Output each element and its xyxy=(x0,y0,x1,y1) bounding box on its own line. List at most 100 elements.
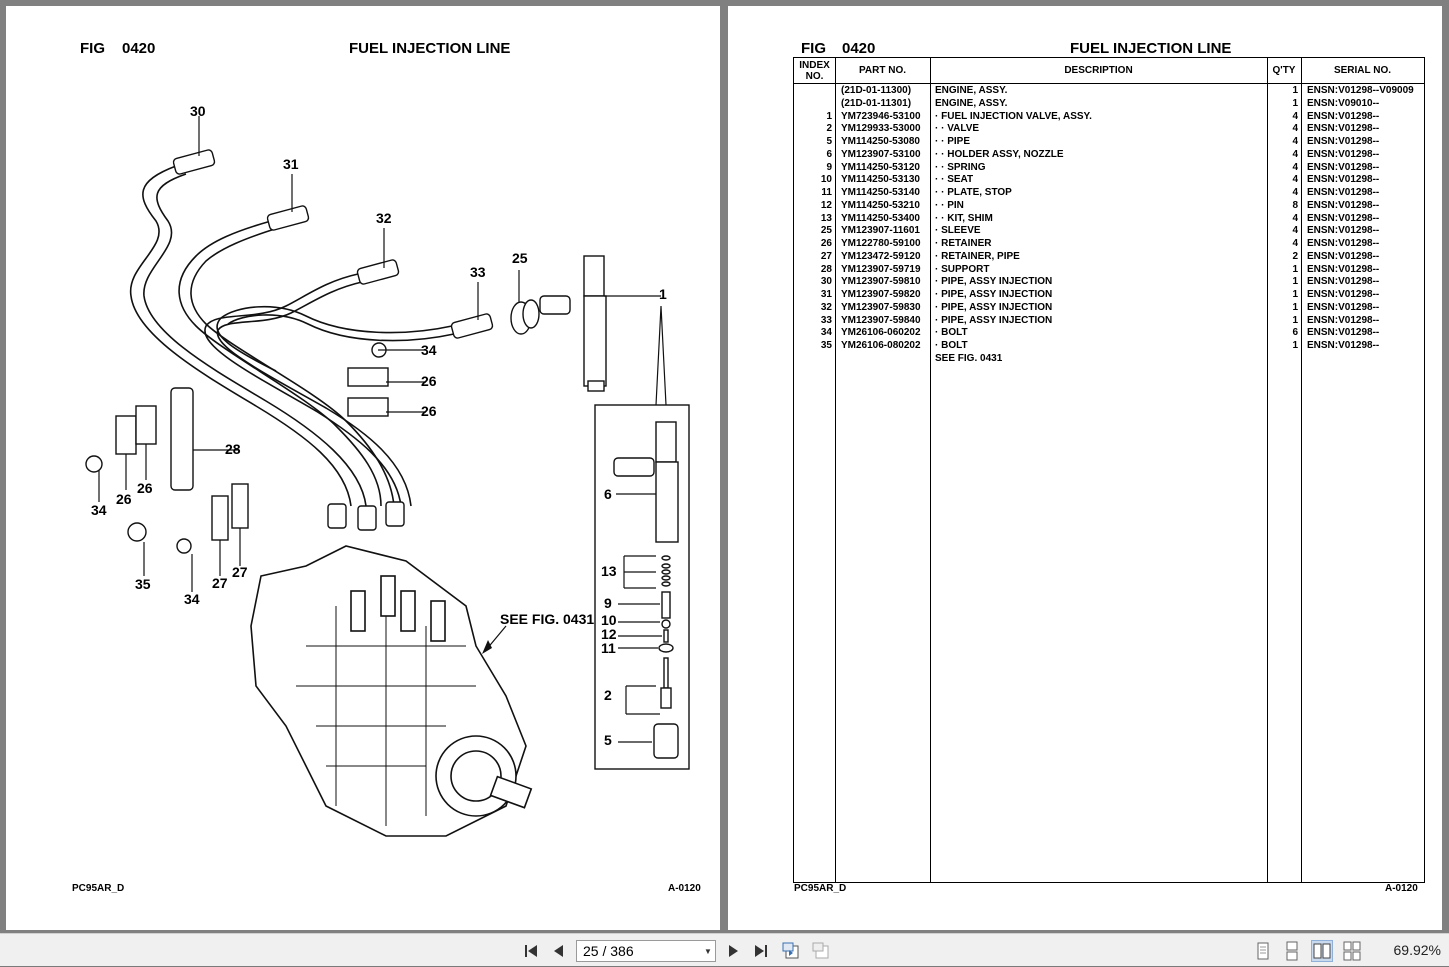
part-no-cell: YM122780-59100 xyxy=(841,238,921,249)
parts-list-page: FIG 0420 FUEL INJECTION LINE INDEX NO. P… xyxy=(728,6,1442,930)
qty-cell: 8 xyxy=(1292,199,1298,211)
callout-27: 27 xyxy=(232,564,248,580)
index-cell: 27 xyxy=(820,250,832,262)
next-page-icon[interactable] xyxy=(722,940,744,962)
callout-35: 35 xyxy=(135,576,151,592)
description-cell: · BOLT xyxy=(935,340,968,351)
last-page-icon[interactable] xyxy=(750,940,772,962)
description-cell: · SLEEVE xyxy=(935,225,981,237)
part-no-cell: YM114250-53400 xyxy=(841,212,920,224)
description-cell: · FUEL INJECTION VALVE, ASSY. xyxy=(935,110,1092,122)
footer-page-code: A-0120 xyxy=(668,883,701,894)
serial-no-cell: ENSN:V01298-- xyxy=(1307,250,1380,262)
description-cell: ENGINE, ASSY. xyxy=(935,85,1008,96)
callout-11: 11 xyxy=(601,640,616,656)
fig-label: FIG xyxy=(801,40,826,57)
serial-no-cell: ENSN:V01298-- xyxy=(1307,263,1380,275)
index-cell: 5 xyxy=(826,136,832,147)
facing-pages-view-icon[interactable] xyxy=(1311,940,1333,962)
part-no-cell: (21D-01-11300) xyxy=(841,85,912,96)
part-no-cell: YM114250-53120 xyxy=(841,161,920,173)
qty-cell: 4 xyxy=(1292,148,1298,160)
index-cell: 35 xyxy=(820,340,832,351)
callout-6: 6 xyxy=(604,486,612,502)
index-cell: 32 xyxy=(820,301,832,313)
part-no-cell: YM123907-59830 xyxy=(841,301,921,313)
description-cell: · · HOLDER ASSY, NOZZLE xyxy=(935,148,1064,160)
part-no-cell: YM123472-59120 xyxy=(841,250,921,262)
serial-no-cell: ENSN:V01298-- xyxy=(1307,340,1380,351)
callout-9: 9 xyxy=(604,595,612,611)
callout-34: 34 xyxy=(421,342,437,358)
serial-no-cell: ENSN:V01298-- xyxy=(1307,301,1380,313)
description-cell: · SUPPORT xyxy=(935,263,990,275)
callout-27: 27 xyxy=(212,575,228,591)
single-page-view-icon[interactable] xyxy=(1252,940,1274,962)
callout-26: 26 xyxy=(116,491,132,507)
part-no-cell: YM114250-53140 xyxy=(841,187,920,198)
serial-no-cell: ENSN:V01298-- xyxy=(1307,276,1380,288)
serial-no-cell: ENSN:V01298-- xyxy=(1307,123,1380,135)
part-no-cell: YM26106-080202 xyxy=(841,340,921,351)
part-no-cell: YM114250-53210 xyxy=(841,199,920,211)
callout-28: 28 xyxy=(225,441,241,457)
index-cell: 1 xyxy=(826,110,832,122)
header-index-line2: NO. xyxy=(805,70,824,82)
qty-cell: 4 xyxy=(1292,161,1298,173)
column-divider xyxy=(835,58,836,882)
document-viewport[interactable]: FIG 0420 FUEL INJECTION LINE xyxy=(0,0,1449,933)
callout-34: 34 xyxy=(184,591,200,607)
page-number-value[interactable]: 25 / 386 xyxy=(583,943,634,959)
diagram-page: FIG 0420 FUEL INJECTION LINE xyxy=(6,6,720,930)
description-cell: · RETAINER, PIPE xyxy=(935,250,1020,262)
table-row: 27 YM123472-59120 · RETAINER, PIPE 2 ENSN:V0… xyxy=(794,251,1424,264)
column-divider xyxy=(930,58,931,882)
chevron-down-icon[interactable]: ▼ xyxy=(704,946,712,956)
serial-no-cell: ENSN:V01298-- xyxy=(1307,212,1380,224)
continuous-view-icon[interactable] xyxy=(1281,940,1303,962)
description-cell: SEE FIG. 0431 xyxy=(935,352,1003,364)
index-cell: 33 xyxy=(820,314,832,326)
footer-model: PC95AR_D xyxy=(794,883,847,894)
qty-cell: 1 xyxy=(1292,97,1298,109)
serial-no-cell: ENSN:V01298--V09009 xyxy=(1307,85,1414,96)
continuous-facing-view-icon[interactable] xyxy=(1341,940,1363,962)
serial-no-cell: ENSN:V01298-- xyxy=(1307,289,1380,300)
qty-cell: 4 xyxy=(1292,187,1298,198)
callout-30: 30 xyxy=(190,103,206,119)
go-forward-view-icon[interactable] xyxy=(810,940,832,962)
qty-cell: 4 xyxy=(1292,174,1298,186)
qty-cell: 2 xyxy=(1292,250,1298,262)
description-cell: · · KIT, SHIM xyxy=(935,212,993,224)
index-cell: 26 xyxy=(820,238,832,249)
zoom-level[interactable]: 69.92% xyxy=(1393,942,1441,958)
callout-26: 26 xyxy=(421,373,437,389)
go-back-view-icon[interactable] xyxy=(780,940,802,962)
part-no-cell: YM123907-59810 xyxy=(841,276,921,288)
first-page-icon[interactable] xyxy=(520,940,542,962)
index-cell: 9 xyxy=(826,161,832,173)
serial-no-cell: ENSN:V01298-- xyxy=(1307,148,1380,160)
page-title: FUEL INJECTION LINE xyxy=(1070,40,1232,57)
column-divider xyxy=(1301,58,1302,882)
description-cell: · PIPE, ASSY INJECTION xyxy=(935,301,1053,313)
qty-cell: 1 xyxy=(1292,314,1298,326)
column-divider xyxy=(1267,58,1268,882)
description-cell: · · PIN xyxy=(935,199,964,211)
callout-31: 31 xyxy=(283,156,299,172)
footer-page-code: A-0120 xyxy=(1385,883,1418,894)
page-number-field[interactable]: 25 / 386 ▼ xyxy=(576,940,716,962)
qty-cell: 4 xyxy=(1292,238,1298,249)
previous-page-icon[interactable] xyxy=(548,940,570,962)
qty-cell: 4 xyxy=(1292,110,1298,122)
callout-1: 1 xyxy=(659,286,667,302)
part-no-cell: (21D-01-11301) xyxy=(841,97,912,109)
serial-no-cell: ENSN:V01298-- xyxy=(1307,161,1380,173)
